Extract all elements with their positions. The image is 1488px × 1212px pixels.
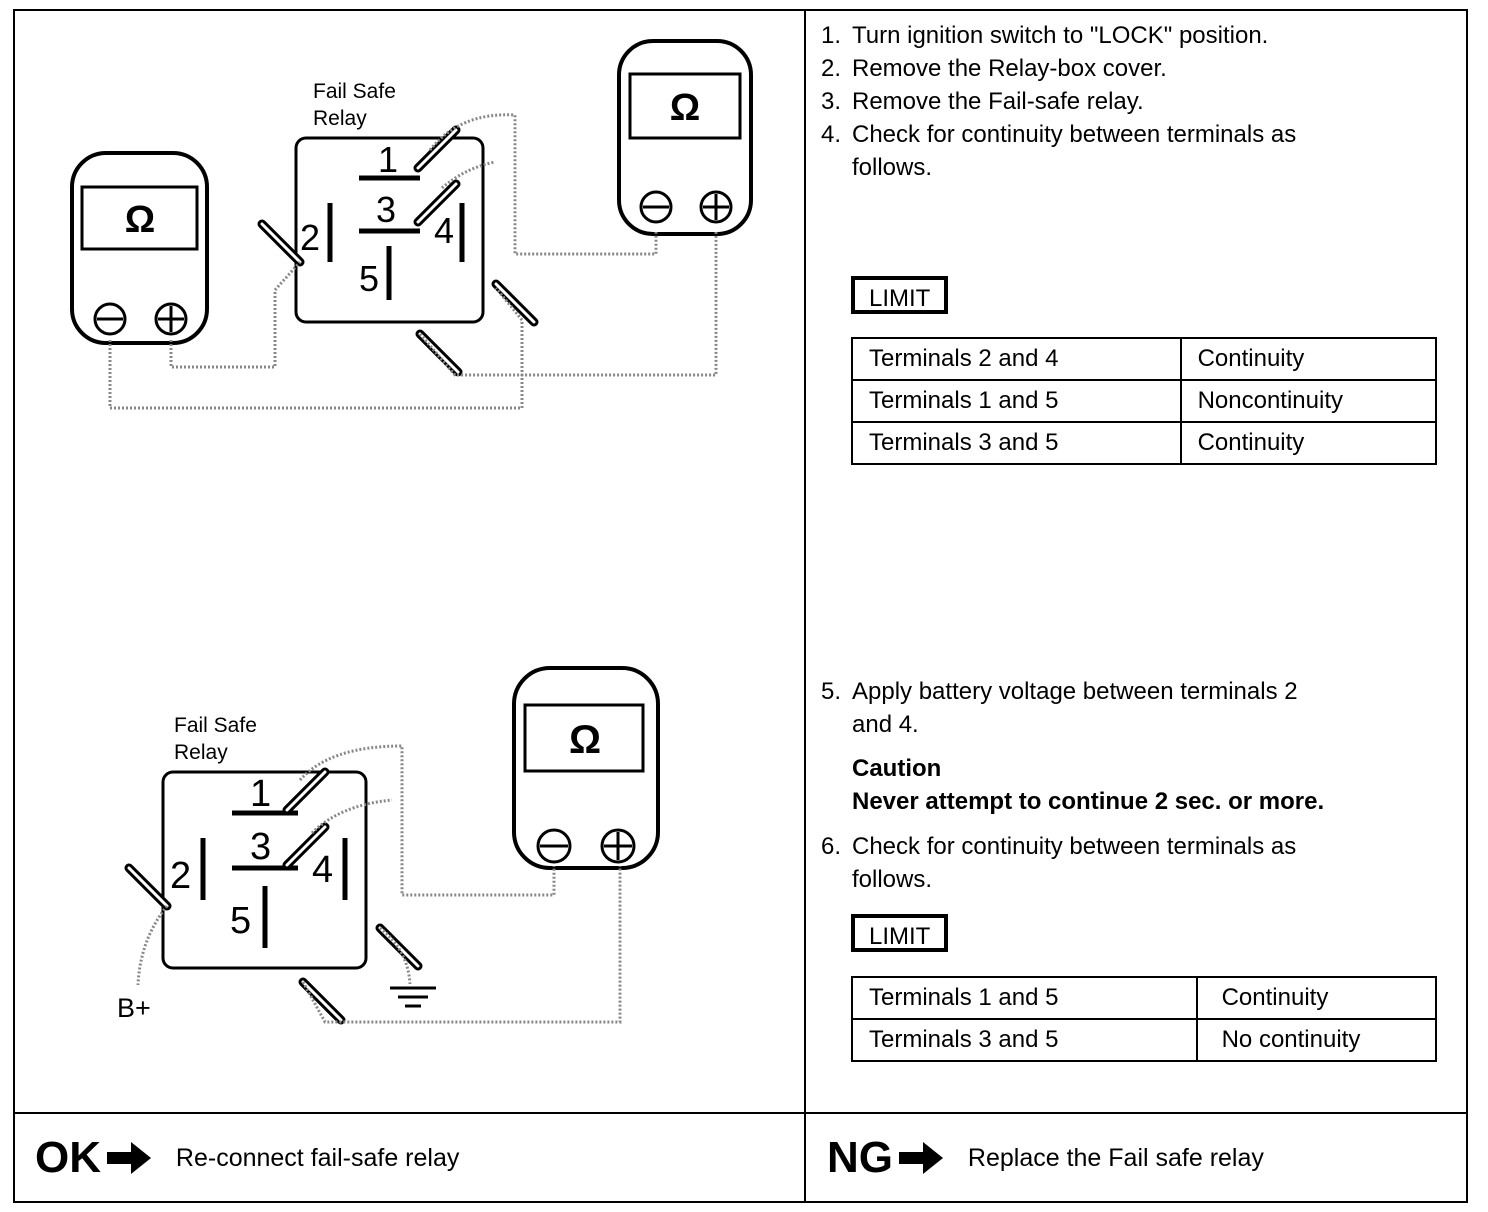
- table-cell: Terminals 2 and 4: [851, 337, 1182, 381]
- step-number: 2.: [821, 55, 842, 82]
- ohmmeter-bottom: Ω: [512, 666, 660, 870]
- table-row: Terminals 3 and 5 No continuity: [851, 1018, 1438, 1062]
- terminal-2-label: 2: [300, 217, 320, 258]
- plus-terminal-icon: [154, 302, 188, 336]
- step-text: Turn ignition switch to "LOCK" position.: [852, 22, 1269, 49]
- terminal-5-label: 5: [359, 258, 379, 299]
- terminal-3-label: 3: [376, 189, 396, 230]
- ng-result: NG Replace the Fail safe relay: [827, 1130, 1264, 1186]
- relay-label: Fail Safe: [313, 80, 396, 103]
- table-cell: Terminals 1 and 5: [851, 976, 1198, 1020]
- ohmmeter-left: Ω: [70, 151, 209, 345]
- terminal-1-label: 1: [378, 139, 398, 180]
- minus-terminal-icon: [639, 190, 673, 224]
- bottom-test-diagram: Ω Fail Safe Relay 1 2 3 4 5: [117, 666, 660, 1023]
- ok-action-text: Re-connect fail-safe relay: [175, 1144, 460, 1172]
- table-row: Terminals 3 and 5 Continuity: [851, 421, 1438, 465]
- table-cell: Continuity: [1179, 337, 1438, 381]
- step-text: Apply battery voltage between terminals …: [852, 678, 1298, 705]
- step-text: follows.: [852, 154, 933, 181]
- ground-icon: [390, 986, 436, 1008]
- relay-label: Relay: [313, 107, 367, 130]
- ng-label: NG: [827, 1133, 893, 1182]
- minus-terminal-icon: [536, 828, 572, 864]
- arrow-right-icon: [107, 1142, 152, 1174]
- relay-test-diagrams: Ω Ω Fail Safe Relay: [70, 39, 753, 1110]
- arrow-right-icon: [899, 1142, 944, 1174]
- limit-table-1: Terminals 2 and 4 Continuity Terminals 1…: [851, 337, 1438, 465]
- ohm-symbol: Ω: [569, 718, 601, 762]
- plus-terminal-icon: [600, 828, 636, 864]
- plus-terminal-icon: [699, 190, 733, 224]
- top-test-diagram: Ω Ω Fail Safe Relay: [70, 39, 753, 410]
- ohm-symbol: Ω: [125, 199, 155, 241]
- limit-label: LIMIT: [851, 276, 949, 314]
- caution-text: Never attempt to continue 2 sec. or more…: [852, 788, 1325, 815]
- terminal-4-label: 4: [312, 849, 333, 891]
- page-frame: [13, 9, 1468, 1203]
- step-number: 5.: [821, 678, 842, 705]
- column-divider: [804, 9, 806, 1203]
- table-row: Terminals 1 and 5 Continuity: [851, 976, 1438, 1020]
- terminal-4-label: 4: [434, 210, 454, 251]
- battery-positive-label: B+: [117, 993, 151, 1023]
- step-text: Remove the Relay-box cover.: [852, 55, 1167, 82]
- footer-divider: [13, 1112, 1468, 1114]
- table-cell: No continuity: [1195, 1018, 1438, 1062]
- step-number: 1.: [821, 22, 842, 49]
- caution-title: Caution: [852, 755, 942, 782]
- table-row: Terminals 1 and 5 Noncontinuity: [851, 379, 1438, 423]
- step-number: 6.: [821, 833, 842, 860]
- ohm-symbol: Ω: [670, 87, 700, 129]
- ok-result: OK Re-connect fail-safe relay: [35, 1130, 459, 1186]
- step-text: and 4.: [852, 711, 919, 738]
- ok-label: OK: [35, 1133, 101, 1182]
- terminal-1-label: 1: [250, 773, 271, 815]
- step-text: Check for continuity between terminals a…: [852, 121, 1297, 148]
- table-cell: Terminals 1 and 5: [851, 379, 1182, 423]
- table-cell: Terminals 3 and 5: [851, 421, 1182, 465]
- minus-terminal-icon: [93, 302, 127, 336]
- fail-safe-relay: 1 2 3 4 5: [294, 136, 485, 324]
- limit-table-2: Terminals 1 and 5 Continuity Terminals 3…: [851, 976, 1438, 1062]
- ng-action-text: Replace the Fail safe relay: [967, 1144, 1264, 1172]
- table-cell: Terminals 3 and 5: [851, 1018, 1198, 1062]
- step-number: 4.: [821, 121, 842, 148]
- limit-label: LIMIT: [851, 914, 949, 952]
- terminal-5-label: 5: [230, 900, 251, 942]
- terminal-3-label: 3: [250, 826, 271, 868]
- step-number: 3.: [821, 88, 842, 115]
- step-text: Check for continuity between terminals a…: [852, 833, 1297, 860]
- terminal-2-label: 2: [170, 855, 191, 897]
- fail-safe-relay: 1 2 3 4 5: [161, 770, 368, 970]
- relay-label: Relay: [174, 741, 228, 764]
- step-text: follows.: [852, 866, 933, 893]
- table-row: Terminals 2 and 4 Continuity: [851, 337, 1438, 381]
- table-cell: Continuity: [1179, 421, 1438, 465]
- table-cell: Noncontinuity: [1179, 379, 1438, 423]
- table-cell: Continuity: [1195, 976, 1438, 1020]
- step-text: Remove the Fail-safe relay.: [852, 88, 1144, 115]
- ohmmeter-right: Ω: [617, 39, 753, 236]
- relay-label: Fail Safe: [174, 714, 257, 737]
